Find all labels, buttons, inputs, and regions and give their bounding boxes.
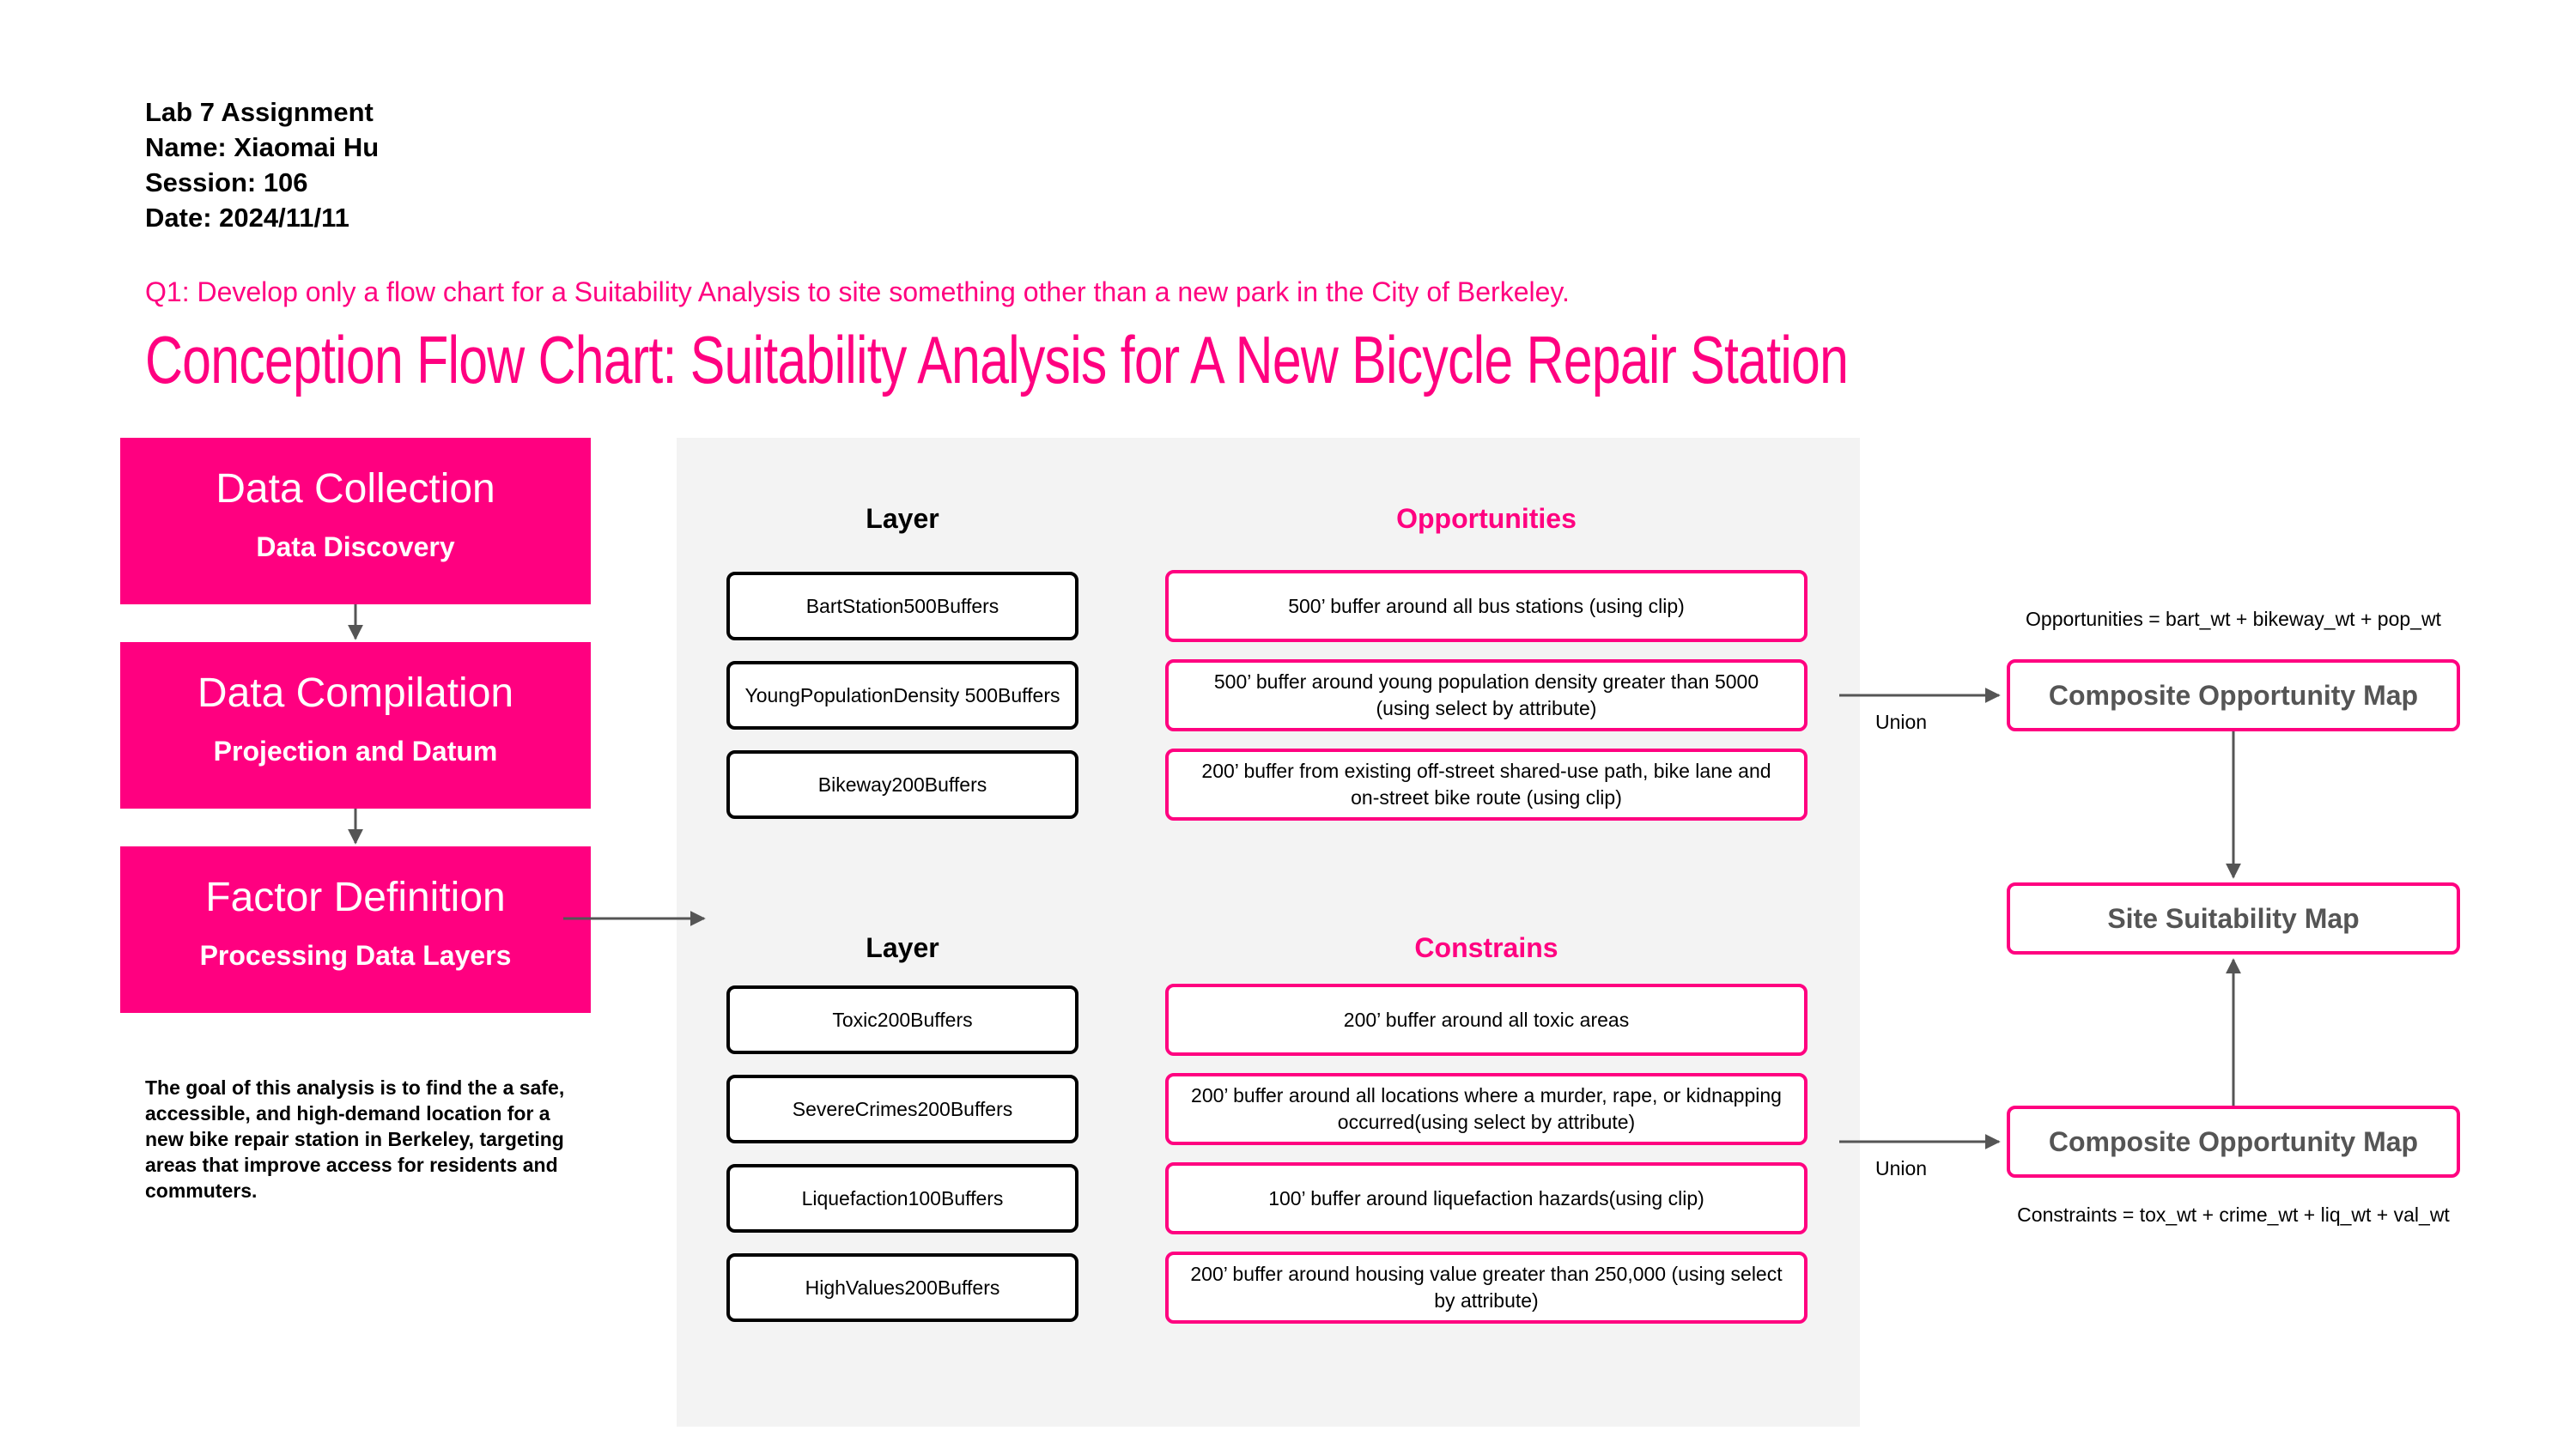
step-subtitle: Processing Data Layers (199, 940, 512, 971)
layer-box: YoungPopulationDensity 500Buffers (726, 661, 1078, 730)
layer-box: HighValues200Buffers (726, 1253, 1078, 1322)
layer-box: Liquefaction100Buffers (726, 1164, 1078, 1233)
constraint-description: 200’ buffer around all locations where a… (1165, 1073, 1807, 1145)
site-suitability-map: Site Suitability Map (2007, 882, 2460, 955)
step-data-compilation: Data Compilation Projection and Datum (120, 642, 591, 809)
constraint-description: 200’ buffer around all toxic areas (1165, 984, 1807, 1056)
layer-column-header: Layer (866, 932, 939, 963)
opportunity-description: 500’ buffer around all bus stations (usi… (1165, 570, 1807, 642)
constraint-description: 200’ buffer around housing value greater… (1165, 1252, 1807, 1324)
step-title: Factor Definition (205, 875, 506, 920)
step-data-collection: Data Collection Data Discovery (120, 438, 591, 604)
layer-box: SevereCrimes200Buffers (726, 1075, 1078, 1143)
union-label: Union (1875, 711, 1928, 733)
step-factor-definition: Factor Definition Processing Data Layers (120, 846, 591, 1013)
step-subtitle: Projection and Datum (213, 736, 498, 767)
assignment-header: Lab 7 Assignment Name: Xiaomai Hu Sessio… (145, 94, 379, 235)
page-title: Conception Flow Chart: Suitability Analy… (145, 322, 1849, 397)
step-title: Data Compilation (197, 670, 514, 716)
layer-box: BartStation500Buffers (726, 572, 1078, 640)
header-line: Lab 7 Assignment (145, 97, 374, 127)
layer-box: Toxic200Buffers (726, 985, 1078, 1054)
header-line: Name: Xiaomai Hu (145, 132, 380, 162)
opportunity-description: 200’ buffer from existing off-street sha… (1165, 749, 1807, 821)
constraint-description: 100’ buffer around liquefaction hazards(… (1165, 1162, 1807, 1234)
layer-column-header: Layer (866, 503, 939, 534)
goal-text: The goal of this analysis is to find the… (145, 1076, 565, 1202)
constraint-formula: Constraints = tox_wt + crime_wt + liq_wt… (2017, 1203, 2450, 1226)
question-text: Q1: Develop only a flow chart for a Suit… (145, 276, 1570, 307)
constraints-header: Constrains (1414, 932, 1558, 963)
composite-opportunity-map-top: Composite Opportunity Map (2007, 659, 2460, 731)
union-label: Union (1875, 1157, 1928, 1179)
header-line: Date: 2024/11/11 (145, 203, 349, 233)
layer-box: Bikeway200Buffers (726, 750, 1078, 819)
step-title: Data Collection (216, 466, 495, 512)
step-subtitle: Data Discovery (256, 531, 455, 562)
composite-opportunity-map-bottom: Composite Opportunity Map (2007, 1106, 2460, 1178)
opportunities-header: Opportunities (1396, 503, 1577, 534)
header-line: Session: 106 (145, 167, 308, 197)
opportunity-formula: Opportunities = bart_wt + bikeway_wt + p… (2026, 608, 2441, 630)
opportunity-description: 500’ buffer around young population dens… (1165, 659, 1807, 731)
